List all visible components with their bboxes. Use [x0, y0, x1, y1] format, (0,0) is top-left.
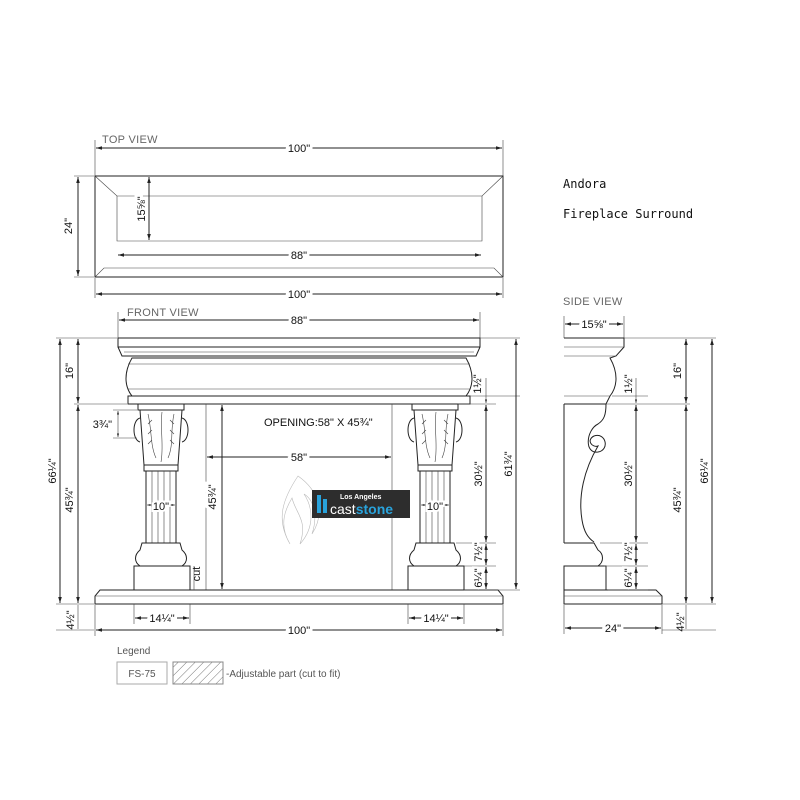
legend: Legend FS-75 -Adjustable part (cut to fi… [116, 646, 341, 685]
column-height-dim: 30½" [473, 461, 485, 486]
overall-height-dim: 61¾" [503, 451, 515, 476]
leg-width-left-dim: 14¼" [149, 613, 174, 625]
side-base-height-dim: 7½" [623, 542, 635, 561]
opening-width-dim: 58" [291, 452, 307, 464]
cut-note: cut [191, 567, 203, 582]
top-view-label: TOP VIEW [102, 134, 158, 146]
side-hearth-height-dim: 4½" [675, 612, 687, 631]
leg-height-dim: 45¾" [64, 487, 76, 512]
opening-label: OPENING:58" X 45¾" [264, 417, 373, 429]
top-width-dim: 100" [288, 143, 310, 155]
side-frieze-height-dim: 16" [672, 363, 684, 379]
plinth-height-dim: 6¼" [473, 568, 485, 587]
top-inner-width-dim: 88" [291, 250, 307, 262]
top-base-width-dim: 100" [288, 289, 310, 301]
logo-city: Los Angeles [340, 494, 381, 501]
capital-height-dim: 3¾" [93, 419, 112, 431]
front-view-label: FRONT VIEW [127, 307, 199, 319]
column-diameter-right-dim: 10" [427, 501, 443, 513]
side-plinth-height-dim: 6¼" [623, 568, 635, 587]
front-base-width-dim: 100" [288, 625, 310, 637]
moulding-height-dim: 1½" [472, 374, 484, 393]
front-view: FRONT VIEW 88" [44, 307, 520, 640]
side-view-label: SIDE VIEW [563, 296, 623, 308]
side-depth-dim: 24" [605, 623, 621, 635]
side-leg-height-dim: 45¾" [672, 487, 684, 512]
top-view: TOP VIEW 100" 24" 15⅝" 88" 100" [63, 134, 504, 304]
logo-word-stone: stone [356, 501, 394, 517]
legend-code-box [116, 661, 168, 685]
opening-height-dim: 45¾" [207, 484, 219, 509]
svg-text:caststone: caststone [330, 501, 393, 517]
top-inner-depth-dim: 15⅝" [136, 196, 148, 221]
front-height-dim: 66¼" [47, 458, 59, 483]
legend-hatch-swatch [172, 661, 224, 685]
hearth-height-dim: 4½" [65, 610, 77, 629]
side-scroll-height-dim: 30½" [623, 461, 635, 486]
side-moulding-dim: 1½" [623, 374, 635, 393]
legend-code: FS-75 [128, 669, 156, 680]
side-view: SIDE VIEW 15⅝" 1½" 30½" 7½" 6¼" 16" [563, 296, 716, 638]
column-base-height-dim: 7½" [473, 542, 485, 561]
legend-title: Legend [117, 646, 150, 657]
top-depth-dim: 24" [63, 218, 75, 234]
side-height-dim: 66¼" [699, 458, 711, 483]
product-type: Fireplace Surround [563, 207, 693, 221]
product-name: Andora [563, 177, 606, 191]
legend-hatch-label: -Adjustable part (cut to fit) [226, 669, 341, 680]
column-diameter-left-dim: 10" [153, 501, 169, 513]
frieze-height-dim: 16" [64, 363, 76, 379]
leg-width-right-dim: 14¼" [423, 613, 448, 625]
logo-word-cast: cast [330, 501, 356, 517]
castistone-logo: Los Angeles caststone [312, 490, 410, 518]
side-top-depth-dim: 15⅝" [581, 319, 606, 331]
front-top-width-dim: 88" [291, 315, 307, 327]
